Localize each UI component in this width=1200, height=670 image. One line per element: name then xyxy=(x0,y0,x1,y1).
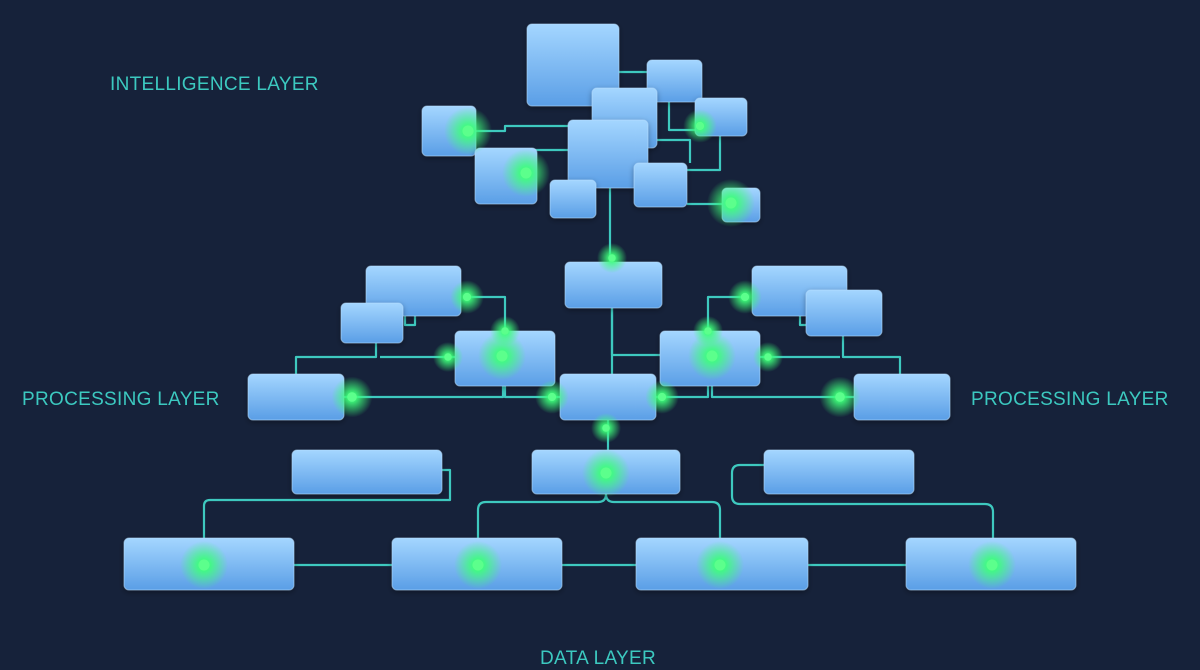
process-node-low-left xyxy=(291,449,443,495)
intel-node-6 xyxy=(567,119,649,189)
connection-point xyxy=(986,559,998,571)
connector-line xyxy=(687,136,722,172)
connector-line xyxy=(604,473,722,538)
connection-point xyxy=(608,254,616,262)
connection-point xyxy=(347,392,357,402)
process-node-l4 xyxy=(247,373,345,421)
intel-node-8 xyxy=(633,162,688,208)
connection-point xyxy=(496,350,508,362)
connection-point xyxy=(198,559,210,571)
process-node-r4 xyxy=(853,373,951,421)
connection-point xyxy=(472,559,484,571)
connection-point xyxy=(444,353,452,361)
processing-layer-label-right: PROCESSING LAYER xyxy=(971,389,1169,410)
connection-point xyxy=(740,292,750,302)
intel-node-1 xyxy=(526,23,620,107)
process-node-center xyxy=(559,373,657,421)
intelligence-layer-label: INTELLIGENCE LAYER xyxy=(110,74,319,95)
connector-line xyxy=(610,308,660,357)
connection-point xyxy=(602,424,610,432)
connection-point xyxy=(520,167,532,179)
intel-node-9 xyxy=(549,179,597,219)
connection-point xyxy=(600,467,612,479)
connection-points xyxy=(180,107,1016,589)
processing-layer-label-left: PROCESSING LAYER xyxy=(22,389,220,410)
connector-line xyxy=(294,343,378,374)
connection-point xyxy=(764,353,772,361)
diagram-nodes xyxy=(123,23,1077,591)
connector-line xyxy=(710,386,854,399)
connection-point xyxy=(657,392,667,402)
data-layer-label: DATA LAYER xyxy=(540,648,656,669)
connector-line xyxy=(403,316,417,327)
process-node-r2 xyxy=(805,289,883,337)
connection-point xyxy=(835,392,845,402)
connection-point xyxy=(695,121,705,131)
intel-node-2 xyxy=(646,59,703,103)
connector-line xyxy=(841,336,902,374)
process-node-low-right xyxy=(763,449,915,495)
connection-point xyxy=(462,125,474,137)
connector-line xyxy=(730,463,995,538)
connector-line xyxy=(202,468,452,538)
connection-point xyxy=(462,292,472,302)
connection-point xyxy=(725,197,737,209)
process-node-l2 xyxy=(340,302,404,344)
connector-line xyxy=(648,138,692,163)
connector-line xyxy=(798,316,806,327)
connection-point xyxy=(547,392,557,402)
connection-point xyxy=(706,350,718,362)
connection-point xyxy=(714,559,726,571)
